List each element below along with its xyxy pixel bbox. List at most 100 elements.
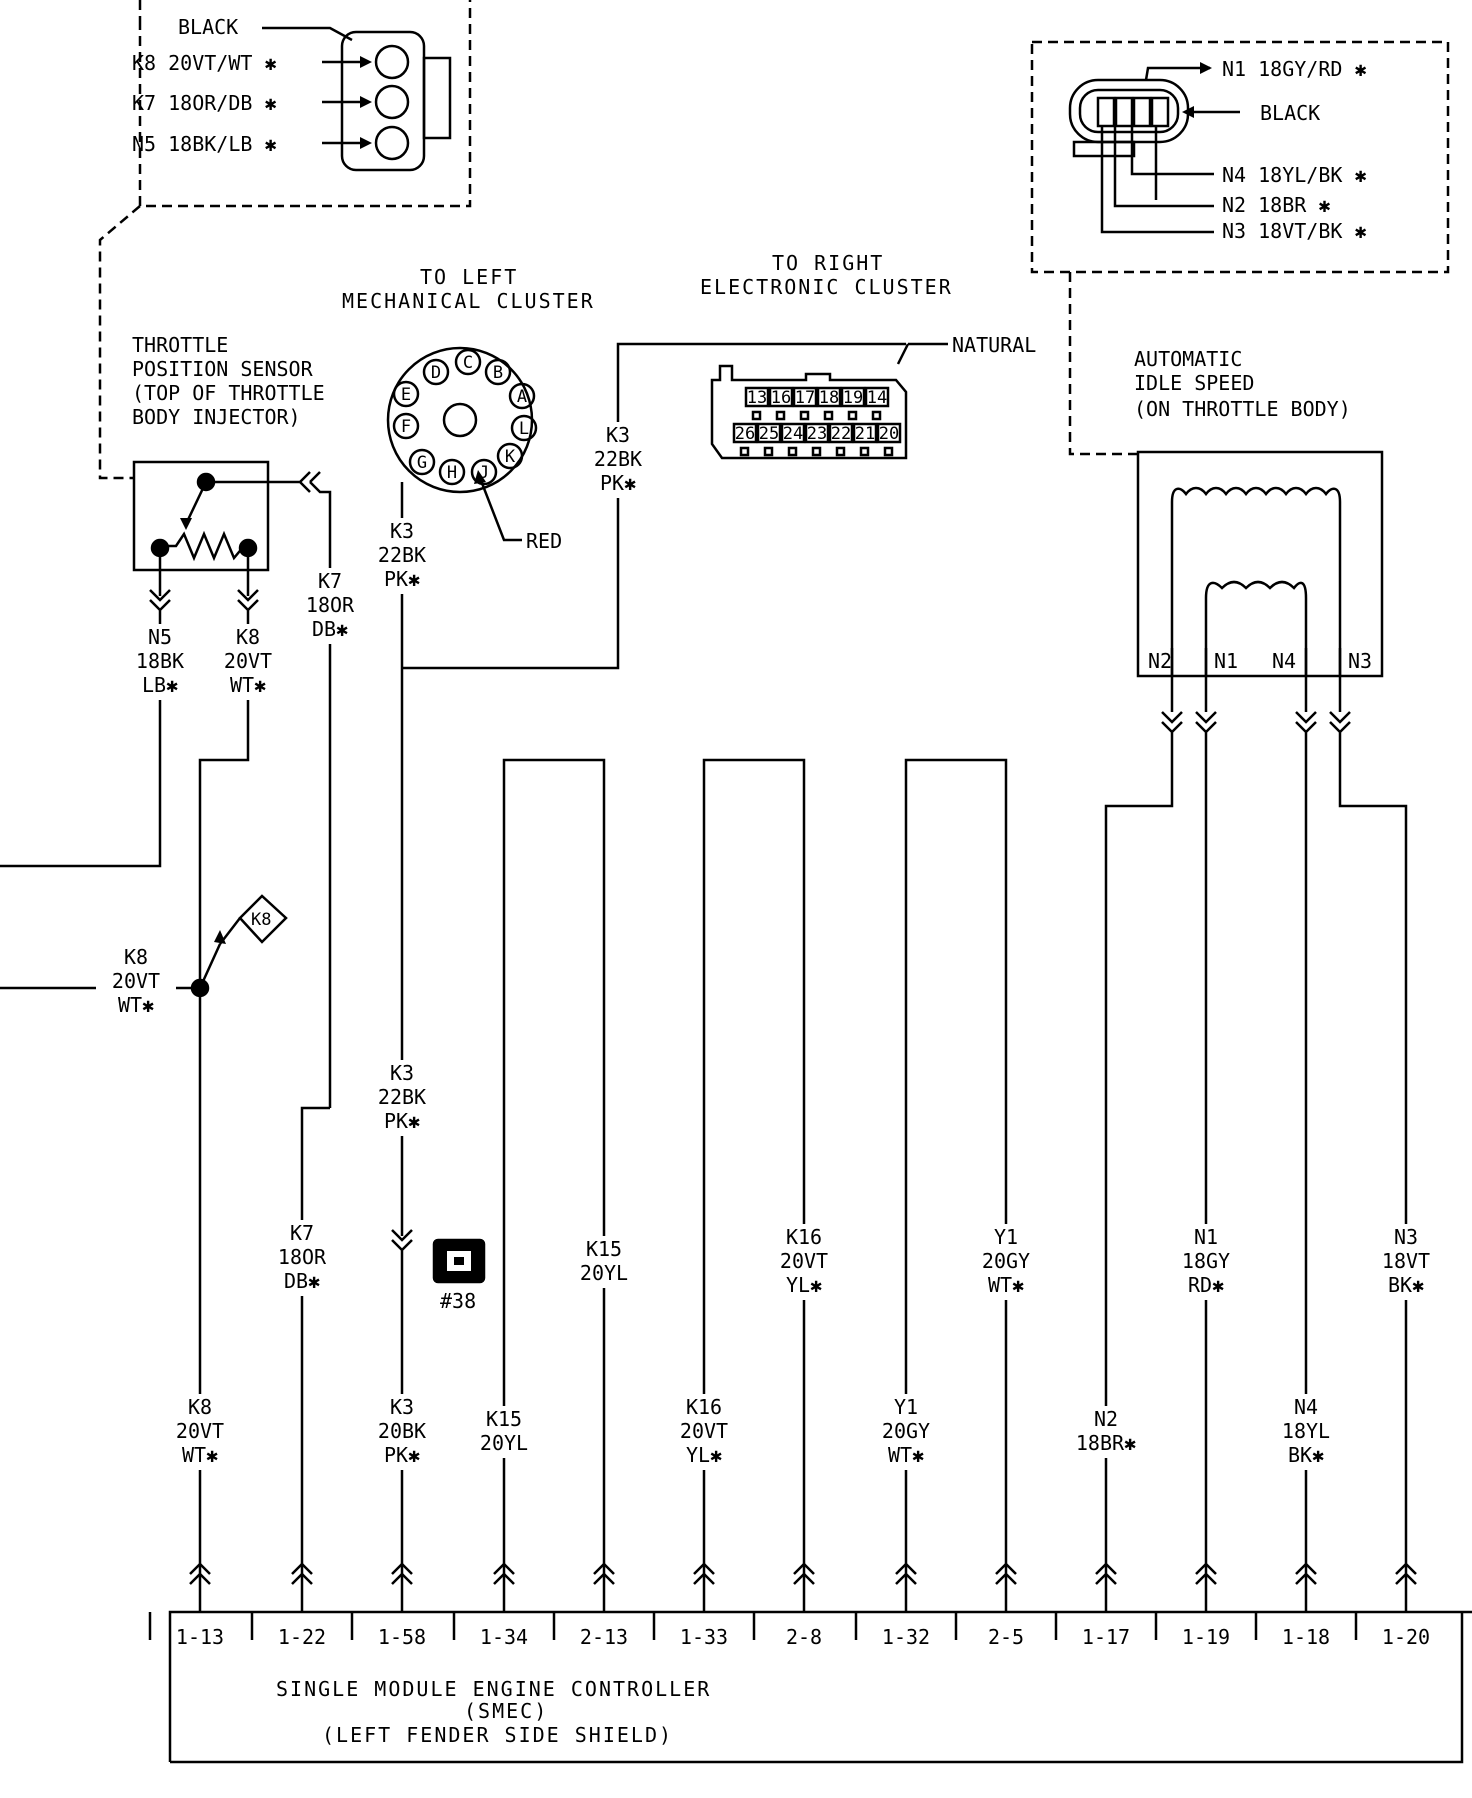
wire-label-bg xyxy=(262,1220,342,1296)
elec-cluster-title: ELECTRONIC CLUSTER xyxy=(700,275,953,299)
wire-label-bg xyxy=(290,568,370,644)
elec-natural-leader xyxy=(896,342,948,365)
wire-label-text: K15 xyxy=(586,1237,622,1261)
wire-n5 xyxy=(0,548,171,868)
tps-black-leader xyxy=(262,26,353,42)
elec-pin-cell xyxy=(840,386,866,408)
wire-label-text: WT✱ xyxy=(182,1443,218,1467)
wire-k15-loop xyxy=(502,758,606,1578)
wire-label-text: K15 xyxy=(486,1407,522,1431)
elec-pin-hole xyxy=(799,410,810,421)
smec-body-lower xyxy=(170,1612,1464,1764)
wire-label-text: 22BK xyxy=(378,543,426,567)
wire-label-bg xyxy=(664,1394,744,1470)
wire-label-text: WT✱ xyxy=(118,993,154,1017)
mech-cluster-title: TO LEFT xyxy=(420,265,518,289)
wire-label-text: 18OR xyxy=(306,593,355,617)
tps-connector-color: BLACK xyxy=(178,15,238,39)
iac-pin xyxy=(1114,96,1134,128)
k8-splice-tag-leader xyxy=(219,917,241,945)
tps-title: (TOP OF THROTTLE xyxy=(132,381,325,405)
elec-pin-label: 18 xyxy=(819,388,839,408)
wire-n3 xyxy=(1329,676,1408,1578)
wire-label-text: K8 xyxy=(188,1395,212,1419)
tps-dashed-leader xyxy=(98,205,141,480)
wire-label-text: Y1 xyxy=(994,1225,1018,1249)
wire-label-text: 20YL xyxy=(480,1431,528,1455)
elec-pin-cell xyxy=(792,386,818,408)
wire-label-text: N1 xyxy=(1194,1225,1218,1249)
wire-label-text: 20BK xyxy=(378,1419,426,1443)
smec-pin-label: 1-22 xyxy=(278,1625,326,1649)
tps-wiper-arrow xyxy=(180,518,192,530)
ais-terminal-label: N1 xyxy=(1214,649,1238,673)
wire-label-text: LB✱ xyxy=(142,673,178,697)
wire-label-text: N5 xyxy=(148,625,172,649)
elec-pin-hole xyxy=(751,410,762,421)
wire-label-text: 20VT xyxy=(112,969,160,993)
smec-pin-label: 1-19 xyxy=(1182,1625,1230,1649)
ground-38: #38 xyxy=(432,1238,486,1313)
wire-label-text: DB✱ xyxy=(284,1269,320,1293)
elec-pin-hole xyxy=(811,446,822,457)
tps-body xyxy=(132,460,270,572)
mech-pin-label: D xyxy=(431,363,441,383)
elec-cluster-color: NATURAL xyxy=(952,333,1036,357)
mech-pin-label: K xyxy=(505,447,516,467)
elec-pin-cell xyxy=(816,386,842,408)
elec-pin-hole xyxy=(835,446,846,457)
wire-label-bg xyxy=(866,1394,946,1470)
smec-title: (SMEC) xyxy=(464,1699,548,1723)
elec-pin-hole xyxy=(847,410,858,421)
wire-label-text: BK✱ xyxy=(1388,1273,1424,1297)
smec-pin-chevron xyxy=(895,1562,917,1612)
iac-pin-label: N4 18YL/BK ✱ xyxy=(1222,163,1367,187)
k8-diamond-label: K8 xyxy=(251,910,271,930)
wire-label-text: K3 xyxy=(390,1061,414,1085)
mech-pin-label: F xyxy=(401,417,411,437)
wire-label-text: K8 xyxy=(124,945,148,969)
elec-pin-label: 17 xyxy=(795,388,815,408)
iac-pin xyxy=(1150,96,1170,128)
smec-title: (LEFT FENDER SIDE SHIELD) xyxy=(322,1723,673,1747)
mech-pin-label: J xyxy=(479,463,489,483)
wire-label-bg xyxy=(120,624,200,700)
smec-body xyxy=(168,1610,1472,1762)
iac-connector-color: BLACK xyxy=(1260,101,1320,125)
tps-pin-1 xyxy=(374,44,410,80)
smec-pin-label: 1-20 xyxy=(1382,1625,1430,1649)
wire-label-text: PK✱ xyxy=(600,471,636,495)
wire-label-text: N2 xyxy=(1094,1407,1118,1431)
wire-label-text: K8 xyxy=(236,625,260,649)
elec-pin-label: 25 xyxy=(759,424,779,444)
iac-pin xyxy=(1096,96,1116,128)
elec-cluster-title: TO RIGHT xyxy=(772,251,884,275)
wire-n4 xyxy=(1295,676,1317,1578)
tps-pin-3 xyxy=(374,125,410,161)
iac-pin-label: N2 18BR ✱ xyxy=(1222,193,1330,217)
smec-pin-label: 2-8 xyxy=(786,1625,822,1649)
elec-pin-cell xyxy=(876,422,902,444)
smec-pin-label: 1-34 xyxy=(480,1625,528,1649)
elec-pin-hole xyxy=(775,410,786,421)
wire-label-text: K7 xyxy=(318,569,342,593)
smec-pin-label: 1-32 xyxy=(882,1625,930,1649)
ground-38-label: #38 xyxy=(440,1289,476,1313)
smec-pin-chevron xyxy=(291,1562,313,1612)
tps-title: BODY INJECTOR) xyxy=(132,405,301,429)
mech-pin-circle xyxy=(392,380,420,408)
mech-pin-label: A xyxy=(517,387,527,407)
wire-label-text: 18OR xyxy=(278,1245,327,1269)
elec-pin-label: 13 xyxy=(747,388,767,408)
smec-pin-chevron xyxy=(1395,1562,1417,1612)
wire-label-bg xyxy=(1166,1224,1246,1300)
smec-pin-chevron xyxy=(1295,1562,1317,1612)
elec-pin-hole xyxy=(883,446,894,457)
